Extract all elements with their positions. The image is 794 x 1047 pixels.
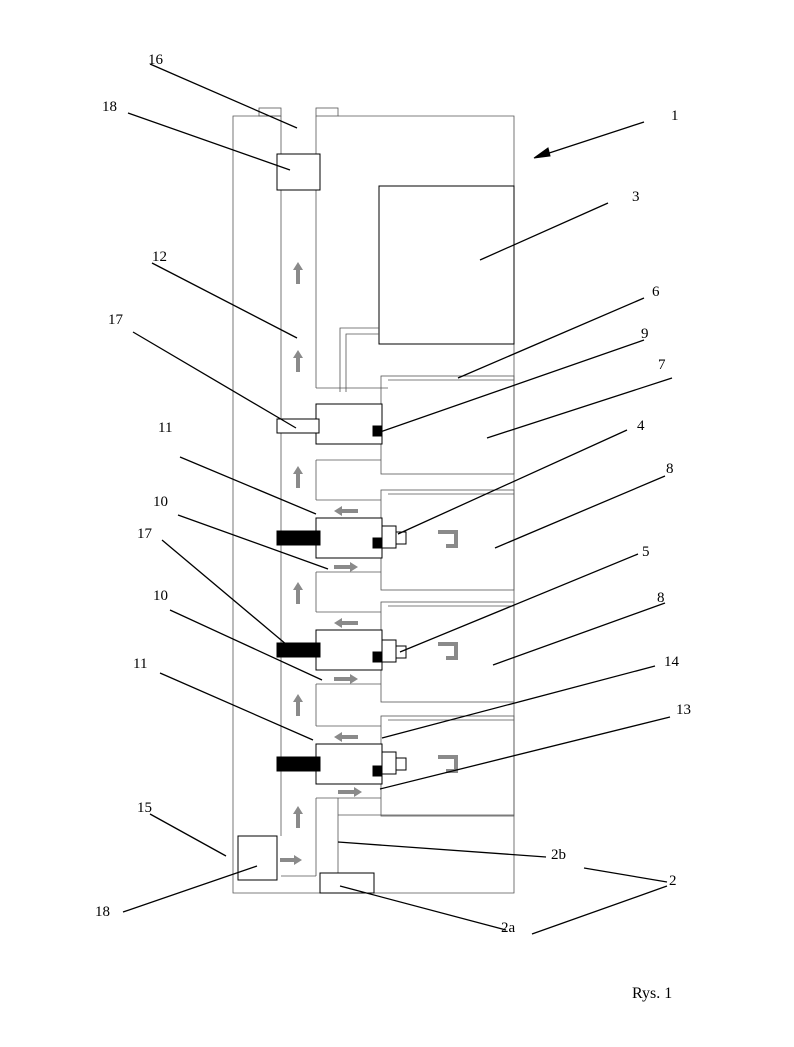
unit-3 bbox=[339, 185, 515, 392]
label-8-lower: 8 bbox=[657, 590, 665, 606]
module-8-upper bbox=[276, 489, 515, 591]
airflow-right-arrow bbox=[338, 787, 362, 797]
label-18-top: 18 bbox=[102, 99, 117, 115]
airflow-up-arrow bbox=[293, 694, 303, 716]
airflow-right-arrow bbox=[280, 855, 302, 865]
module-8-lower bbox=[276, 601, 515, 703]
label-2a: 2a bbox=[501, 920, 516, 936]
label-5: 5 bbox=[642, 544, 650, 560]
airflow-up-arrow bbox=[293, 466, 303, 488]
label-10-upper: 10 bbox=[153, 494, 168, 510]
airflow-up-arrow bbox=[293, 806, 303, 828]
label-2b: 2b bbox=[551, 847, 566, 863]
airflow-left-arrow bbox=[334, 618, 358, 628]
label-12: 12 bbox=[152, 249, 167, 265]
label-8-upper: 8 bbox=[666, 461, 674, 477]
label-6: 6 bbox=[652, 284, 660, 300]
component-2a bbox=[319, 872, 375, 894]
reference-numerals: 16 18 1 3 12 6 17 9 7 11 4 8 10 17 5 10 … bbox=[95, 52, 691, 936]
airflow-right-arrow bbox=[334, 562, 358, 572]
airflow-arrows bbox=[280, 262, 362, 865]
airflow-up-arrow bbox=[293, 582, 303, 604]
module-7 bbox=[276, 375, 515, 475]
label-17-upper: 17 bbox=[108, 312, 124, 328]
component-18-top bbox=[276, 153, 321, 191]
label-10-lower: 10 bbox=[153, 588, 168, 604]
label-11-upper: 11 bbox=[158, 420, 172, 436]
label-13: 13 bbox=[676, 702, 691, 718]
airflow-up-arrow bbox=[293, 262, 303, 284]
label-3: 3 bbox=[632, 189, 640, 205]
label-16: 16 bbox=[148, 52, 164, 68]
label-17-lower: 17 bbox=[137, 526, 153, 542]
label-7: 7 bbox=[658, 357, 666, 373]
figure-caption: Rys. 1 bbox=[632, 985, 672, 1002]
label-2: 2 bbox=[669, 873, 677, 889]
leader-lines bbox=[122, 63, 673, 935]
label-9: 9 bbox=[641, 326, 649, 342]
label-14: 14 bbox=[664, 654, 680, 670]
label-15: 15 bbox=[137, 800, 152, 816]
component-18-bottom bbox=[237, 835, 278, 881]
label-11-lower: 11 bbox=[133, 656, 147, 672]
airflow-left-arrow bbox=[334, 506, 358, 516]
module-bottom bbox=[276, 715, 515, 817]
airflow-up-arrow bbox=[293, 350, 303, 372]
label-4: 4 bbox=[637, 418, 645, 434]
label-18-bottom: 18 bbox=[95, 904, 110, 920]
airflow-left-arrow bbox=[334, 732, 358, 742]
airflow-right-arrow bbox=[334, 674, 358, 684]
label-1: 1 bbox=[671, 108, 679, 124]
